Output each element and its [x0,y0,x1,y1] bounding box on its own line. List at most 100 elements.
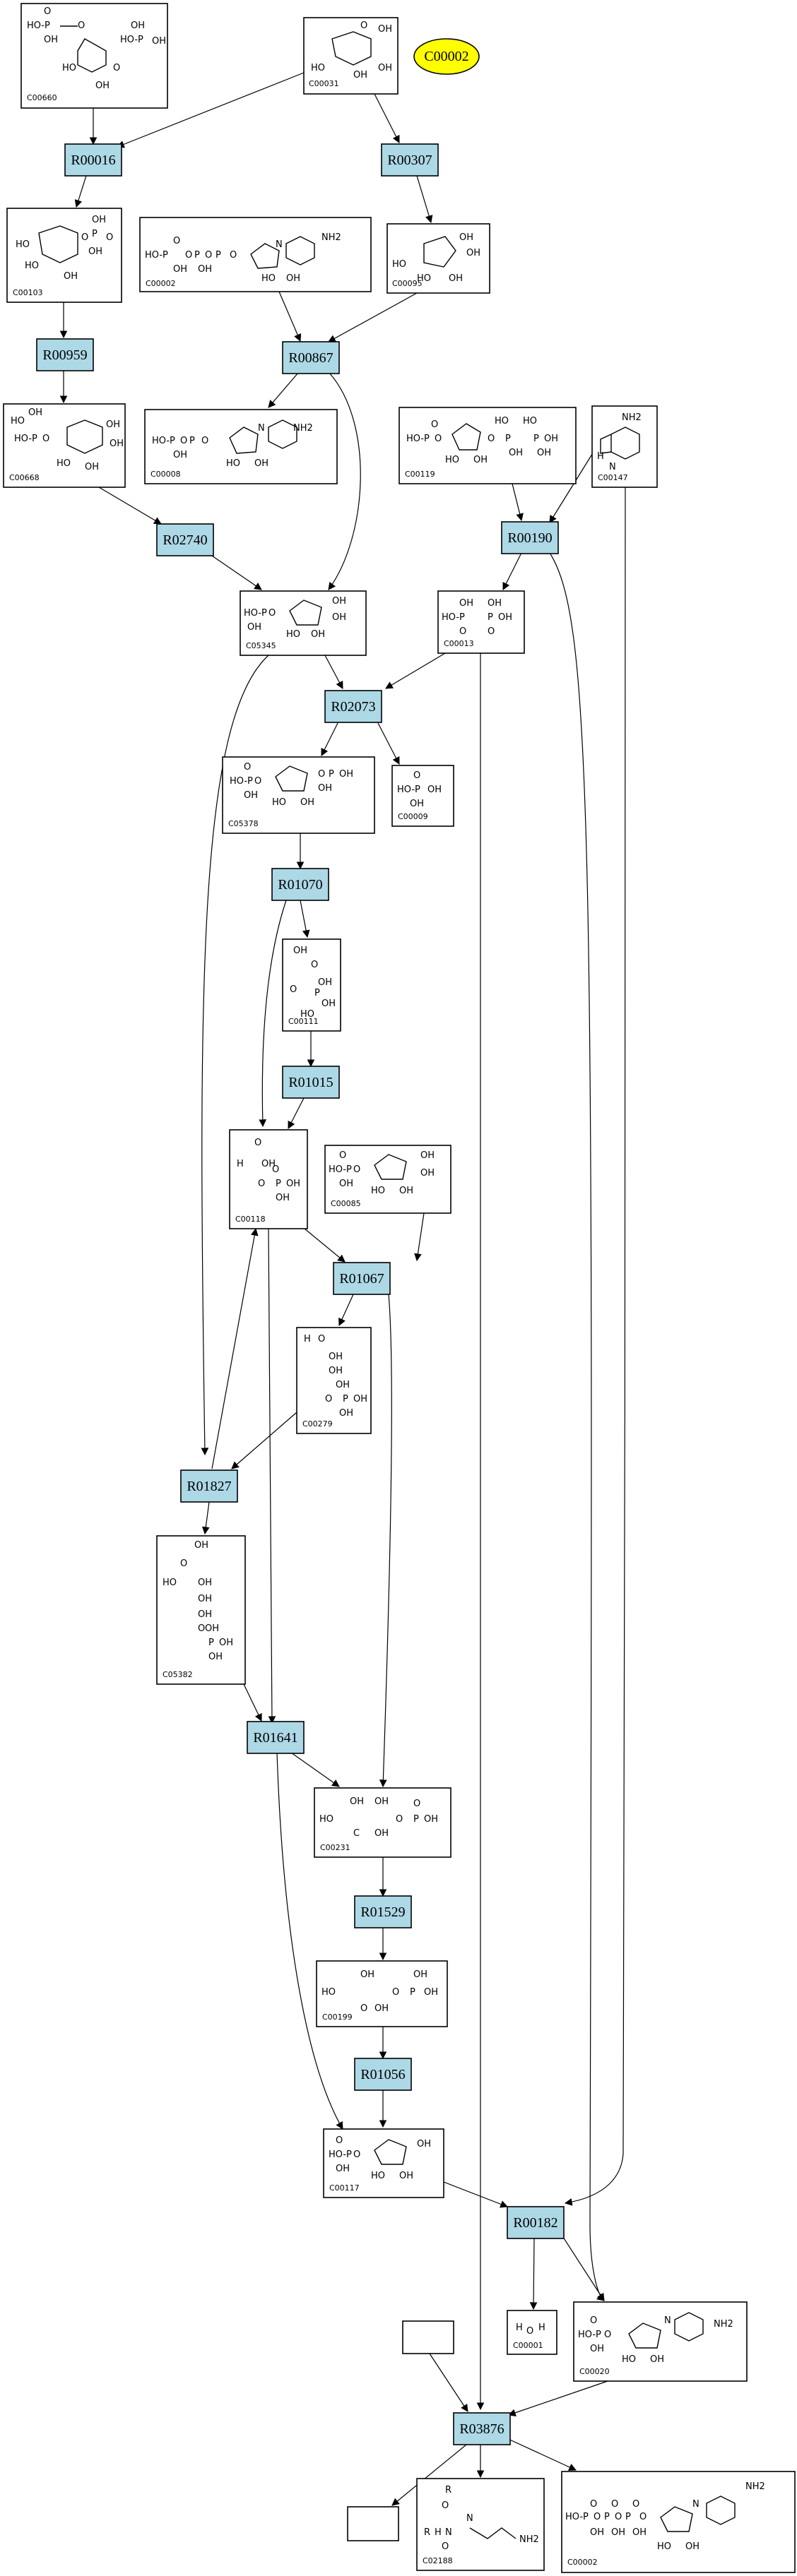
compound-c00118[interactable]: C00118 O H OH O P OH O OH [229,1129,308,1229]
compound-label: C00009 [398,812,428,821]
compound-c00103[interactable]: C00103 HO O P OH O OH HO OH [6,208,122,303]
svg-text:OH: OH [336,1380,350,1390]
reaction-r01641[interactable]: R01641 [247,1721,305,1754]
compound-c00119[interactable]: C00119 HO-P O O O HO HO P P OH OH OH HO … [398,407,577,484]
edge-c00095-r00867 [328,292,418,342]
svg-text:OH: OH [88,246,102,257]
compound-label: C00231 [320,1843,350,1852]
svg-text:O: O [173,236,180,246]
svg-text:O: O [290,984,297,995]
compound-unlabeled-output[interactable] [347,2506,399,2541]
svg-text:HO: HO [495,416,509,427]
svg-text:OH: OH [106,419,120,430]
compound-c00020[interactable]: C00020 HO-P O O OH N NH2 HO OH [573,2301,748,2382]
compound-unlabeled-input[interactable] [402,2320,454,2354]
svg-text:NH2: NH2 [519,2534,539,2545]
svg-text:O: O [258,1179,265,1189]
edge-r01641-c00117 [276,1752,343,2130]
svg-text:H: H [597,451,604,462]
svg-text:H: H [304,1334,311,1344]
compound-c00013[interactable]: C00013 OH OH HO-P P OH O O [437,590,525,654]
edge-c00668-r02740 [98,487,162,525]
edge-r00182-c00001 [529,2238,538,2310]
compound-c05382[interactable]: C05382 OH O HO OH OH OH O P OH OH OH [156,1535,246,1685]
svg-text:OH: OH [353,1394,367,1405]
svg-text:O: O [318,769,325,780]
compound-c00279[interactable]: C00279 O H OH OH OH O P OH OH [296,1327,372,1434]
reaction-r00016[interactable]: R00016 [64,143,122,177]
reaction-r00190[interactable]: R00190 [501,521,559,554]
reaction-r00959[interactable]: R00959 [36,338,94,371]
reaction-r01529[interactable]: R01529 [354,1895,412,1928]
svg-text:O: O [526,2326,533,2337]
compound-c00199[interactable]: C00199 OH OH HO O P OH O OH [316,1960,448,2027]
compound-c05345[interactable]: C05345 HO-P O OH OH OH HO OH [240,590,367,656]
svg-text:O: O [459,626,466,637]
svg-text:OH: OH [300,797,314,808]
svg-text:OH: OH [360,1969,374,1980]
svg-text:O: O [639,2512,647,2522]
svg-text:HO: HO [300,1009,314,1020]
svg-text:OH: OH [685,2541,699,2552]
reaction-r01015[interactable]: R01015 [282,1066,340,1099]
compound-c00031[interactable]: C00031 O OH HO OH OH [303,17,398,95]
compound-c00231[interactable]: C00231 OH OH HO O P OH C OH O [314,1787,451,1858]
structure: OH OH HO HO OH [392,232,480,284]
reaction-r03876[interactable]: R03876 [453,2412,511,2445]
compound-c00147[interactable]: C00147 NH2 H N [591,405,658,488]
compound-label: C00095 [392,279,423,288]
reaction-r01067[interactable]: R01067 [333,1262,391,1295]
svg-text:N: N [258,423,265,434]
compound-label: C00111 [288,1017,319,1026]
svg-text:HO: HO [226,458,240,469]
svg-text:OH: OH [28,407,42,418]
reaction-r00182[interactable]: R00182 [507,2206,565,2239]
compound-c00008[interactable]: C00008 HO-P O P O OH N NH2 HO OH [144,409,338,484]
svg-text:HO: HO [622,2354,636,2365]
reaction-r02073[interactable]: R02073 [324,690,382,723]
edge-r01827-c05382 [201,1501,210,1535]
compound-c00095[interactable]: C00095 OH OH HO HO OH [386,223,490,294]
svg-text:HO-P: HO-P [244,608,267,619]
compound-c00111[interactable]: C00111 OH O OH O P OH HO [282,938,341,1032]
svg-text:HO: HO [392,259,406,270]
edge-c00118-r01641 [268,1228,276,1724]
structure: HO O P OH O OH HO OH [16,215,113,282]
compound-c00009[interactable]: C00009 O HO-P OH OH [391,765,454,827]
reaction-r00307[interactable]: R00307 [381,143,439,177]
svg-text:R: R [424,2527,430,2538]
reaction-r01827[interactable]: R01827 [180,1469,238,1503]
compound-c05378[interactable]: C05378 HO-P O O OH O P OH OH HO OH [222,756,375,834]
compound-c00660[interactable]: C00660 HO-P O OH O OH HO-P OH HO OH O [20,3,168,109]
svg-text:OH: OH [276,1193,290,1203]
compound-c00668[interactable]: C00668 HO OH HO-P O OH OH HO OH [3,403,126,488]
svg-text:OH: OH [286,273,300,284]
compound-label: C05345 [246,641,276,650]
reaction-r02740[interactable]: R02740 [156,523,214,556]
compound-c00002-bottom[interactable]: C00002 HO-P O P O P O O O O OH OH OH N N… [561,2471,796,2573]
edge-c00147-r00182 [564,451,626,2206]
highlight-legend[interactable]: C00002 [413,38,480,75]
svg-text:O: O [594,2512,601,2522]
edge-r00016-c00103 [74,175,87,208]
svg-text:HO: HO [57,458,71,469]
compound-c00085[interactable]: C00085 HO-P O O OH OH OH HO OH [324,1145,451,1214]
compound-c00002-top[interactable]: C00002 HO-P O O P O P O OH OH N NH2 HO O… [139,217,372,292]
compound-c02188[interactable]: C02188 R O N R H N O NH2 [416,2478,545,2571]
compound-label: C00002 [567,2558,598,2567]
svg-text:HO: HO [261,273,276,284]
svg-text:O: O [78,20,85,31]
reaction-r00867[interactable]: R00867 [282,341,340,374]
svg-text:OH: OH [321,998,336,1009]
svg-text:OH: OH [424,1987,438,1998]
edge-r00867-c00008 [268,372,299,408]
svg-text:OH: OH [205,1623,219,1634]
svg-text:OH: OH [378,24,392,35]
reaction-r01070[interactable]: R01070 [271,868,329,901]
reaction-r01056[interactable]: R01056 [354,2058,412,2091]
svg-text:P: P [216,250,221,261]
edge-c05345-r02073 [324,655,343,689]
compound-c00001[interactable]: C00001 H O H [507,2310,557,2355]
compound-c00117[interactable]: C00117 HO-P O O OH OH HO OH [323,2128,444,2198]
svg-text:OH: OH [378,63,392,73]
